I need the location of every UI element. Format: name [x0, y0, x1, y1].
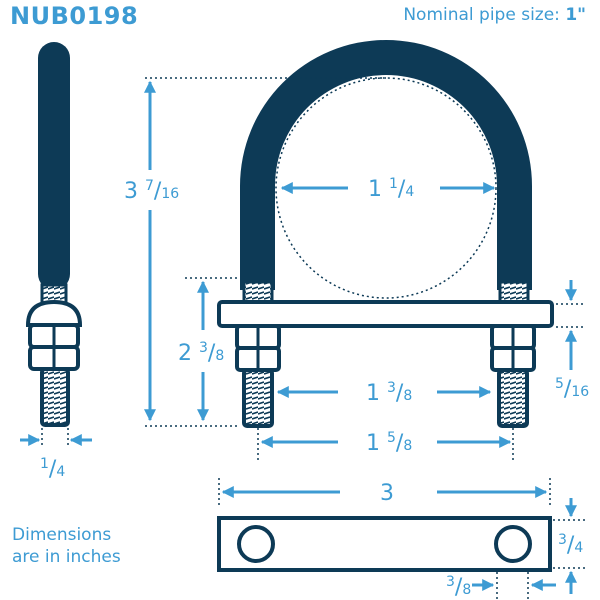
pipe-size-label: Nominal pipe size:: [403, 5, 560, 25]
label-leg-spacing: 1 3/8: [366, 380, 412, 406]
label-rod-diameter: 1/4: [40, 456, 65, 482]
pipe-size-value: 1": [565, 5, 586, 25]
crossplate-top-view: [217, 516, 552, 572]
units-note-line2: are in inches: [12, 547, 121, 567]
label-thread-length: 2 3/8: [178, 340, 224, 366]
label-overall-height: 3 7/16: [124, 178, 179, 204]
label-plate-edge: 3/8: [446, 574, 471, 600]
pipe-circle: [275, 77, 497, 299]
dimension-arrows: [20, 80, 577, 594]
left-nut: [235, 324, 281, 428]
label-plate-length: 3: [380, 481, 394, 506]
units-note-line1: Dimensions: [12, 525, 112, 545]
extension-lines: [41, 77, 586, 600]
side-view-rod: [25, 42, 83, 427]
label-inner-width: 1 1/4: [368, 176, 414, 202]
right-nut: [490, 324, 536, 428]
crossplate-front: [217, 300, 554, 328]
nominal-pipe-size: Nominal pipe size: 1": [403, 5, 586, 25]
label-plate-thickness: 5/16: [555, 376, 589, 402]
label-outer-width: 1 5/8: [366, 430, 412, 456]
u-bolt: [217, 40, 554, 428]
part-number: NUB0198: [10, 2, 139, 30]
label-plate-width: 3/4: [558, 532, 583, 558]
